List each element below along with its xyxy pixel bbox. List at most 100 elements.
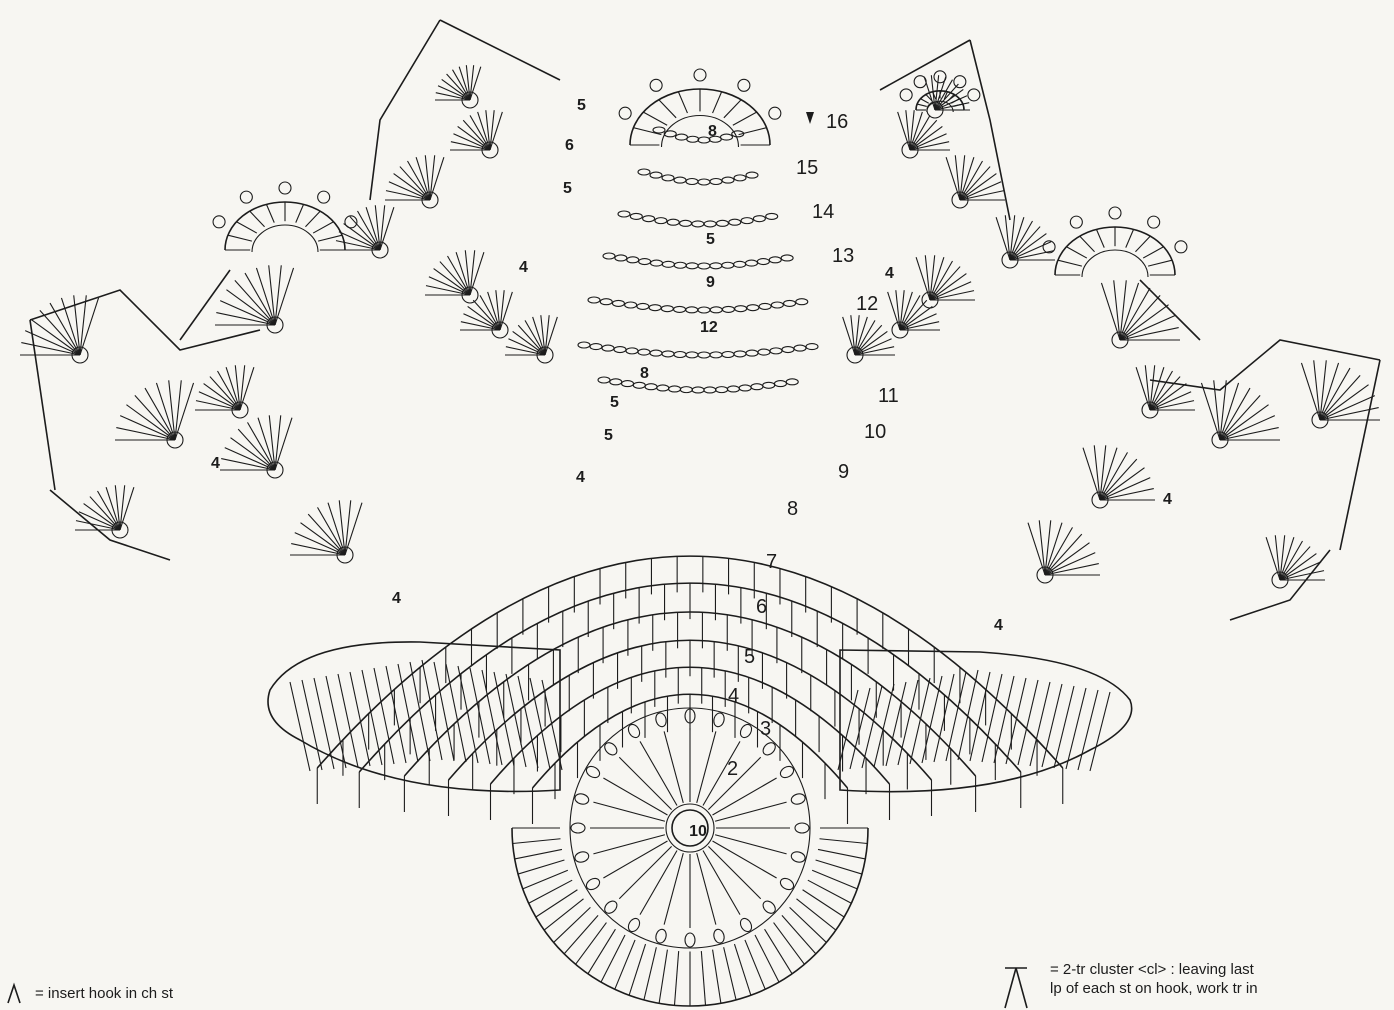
stitch-line <box>713 950 721 1004</box>
chain-loop <box>633 382 645 388</box>
stitch-line <box>774 923 805 965</box>
row-label-12: 12 <box>856 293 878 315</box>
motif-arc <box>1082 250 1148 277</box>
row-label-13: 13 <box>832 245 854 267</box>
stitch-line <box>674 951 678 1005</box>
stitch-line <box>318 235 342 241</box>
stitch-line <box>946 672 966 761</box>
stitch-line <box>266 204 274 222</box>
picot-loop <box>1109 207 1121 219</box>
stitch-line <box>1143 247 1163 258</box>
center-round-label: 10 <box>689 823 707 840</box>
picot-loop <box>571 823 585 833</box>
stitch-line <box>643 112 667 125</box>
row-label-10: 10 <box>864 421 886 443</box>
chain-loop <box>751 384 763 390</box>
stitch-line <box>697 731 716 802</box>
stitch-line <box>733 112 757 125</box>
chain-loop <box>686 307 698 313</box>
stitch-line <box>1120 316 1175 340</box>
chain-loop <box>759 303 771 309</box>
picot-loop <box>934 71 946 83</box>
stitch-line <box>701 951 705 1005</box>
stitch-line <box>664 853 683 924</box>
stitch-line <box>816 860 862 874</box>
stitch-line <box>820 839 868 844</box>
chain-loop <box>627 257 639 263</box>
chain-loop <box>687 136 699 142</box>
picot-loop <box>712 712 725 728</box>
marker: 4 <box>576 469 585 486</box>
row-label-4: 4 <box>728 685 739 707</box>
chain-loop <box>722 262 734 268</box>
chain-loop <box>674 306 686 312</box>
picot-loop <box>738 79 750 91</box>
shell-lobe <box>268 642 560 792</box>
chain-loop <box>649 305 661 311</box>
chain-loop <box>626 348 638 354</box>
chain-loop <box>590 344 602 350</box>
chain-loop <box>664 131 676 137</box>
chain-loop <box>598 377 610 383</box>
chain-count: 5 <box>604 427 613 444</box>
insert-hook-symbol-icon <box>8 985 20 1003</box>
stitch-line <box>765 929 793 974</box>
picot-loop <box>1175 241 1187 253</box>
picot-loop <box>213 216 225 228</box>
row-label-5: 5 <box>744 646 755 668</box>
stitch-line <box>482 670 502 765</box>
frame-line <box>1150 340 1380 390</box>
stitch-line <box>228 235 252 241</box>
chain-loop <box>692 387 704 393</box>
picot-loop <box>1148 216 1160 228</box>
stitch-line <box>1320 396 1375 420</box>
stitch-line <box>850 688 870 769</box>
chain-count: 12 <box>700 319 718 336</box>
chain-loop <box>674 177 686 183</box>
picot-loop <box>1070 216 1082 228</box>
legend-cluster: = 2-tr cluster <cl> : leaving last lp of… <box>1050 960 1390 998</box>
chain-loop <box>710 179 722 185</box>
chain-loop <box>722 306 734 312</box>
chain-loop <box>578 342 590 348</box>
chain-loop <box>763 382 775 388</box>
cluster-symbol-icon <box>1005 968 1027 1008</box>
row-label-9: 9 <box>838 461 849 483</box>
picot-loop <box>650 79 662 91</box>
chain-loop <box>727 386 739 392</box>
stitch-line <box>1090 692 1110 771</box>
stitch-line <box>782 915 816 954</box>
stitch-line <box>745 940 765 989</box>
frame-line <box>180 270 230 340</box>
chain-loop <box>747 305 759 311</box>
chain-loop <box>746 172 758 178</box>
row-label-16: 16 <box>826 111 848 133</box>
stitch-line <box>458 666 478 763</box>
chain-count: 6 <box>565 137 574 154</box>
stitch-line <box>715 802 786 821</box>
chain-loop <box>698 263 710 269</box>
motif-arc <box>252 225 318 252</box>
stitch-line <box>917 104 927 106</box>
chain-loop <box>638 349 650 355</box>
chain-loop <box>602 345 614 351</box>
stitch-line <box>290 682 310 771</box>
row-label-8: 8 <box>787 498 798 520</box>
stitch-line <box>305 211 320 227</box>
picot-loop <box>318 191 330 203</box>
chain-loop <box>716 220 728 226</box>
stitch-line <box>1120 295 1160 340</box>
stitch-line <box>236 222 256 233</box>
stitch-line <box>664 731 683 802</box>
chain-loop <box>710 307 722 313</box>
chain-loop <box>686 352 698 358</box>
stitch-line <box>506 674 526 767</box>
chain-loop <box>662 175 674 181</box>
chain-count: 5 <box>610 394 619 411</box>
picot-loop <box>279 182 291 194</box>
stitch-line <box>1030 682 1050 766</box>
stitch-line <box>1058 260 1082 266</box>
chain-loop <box>622 381 634 387</box>
stitch-line <box>724 100 741 118</box>
chain-loop <box>698 179 710 185</box>
